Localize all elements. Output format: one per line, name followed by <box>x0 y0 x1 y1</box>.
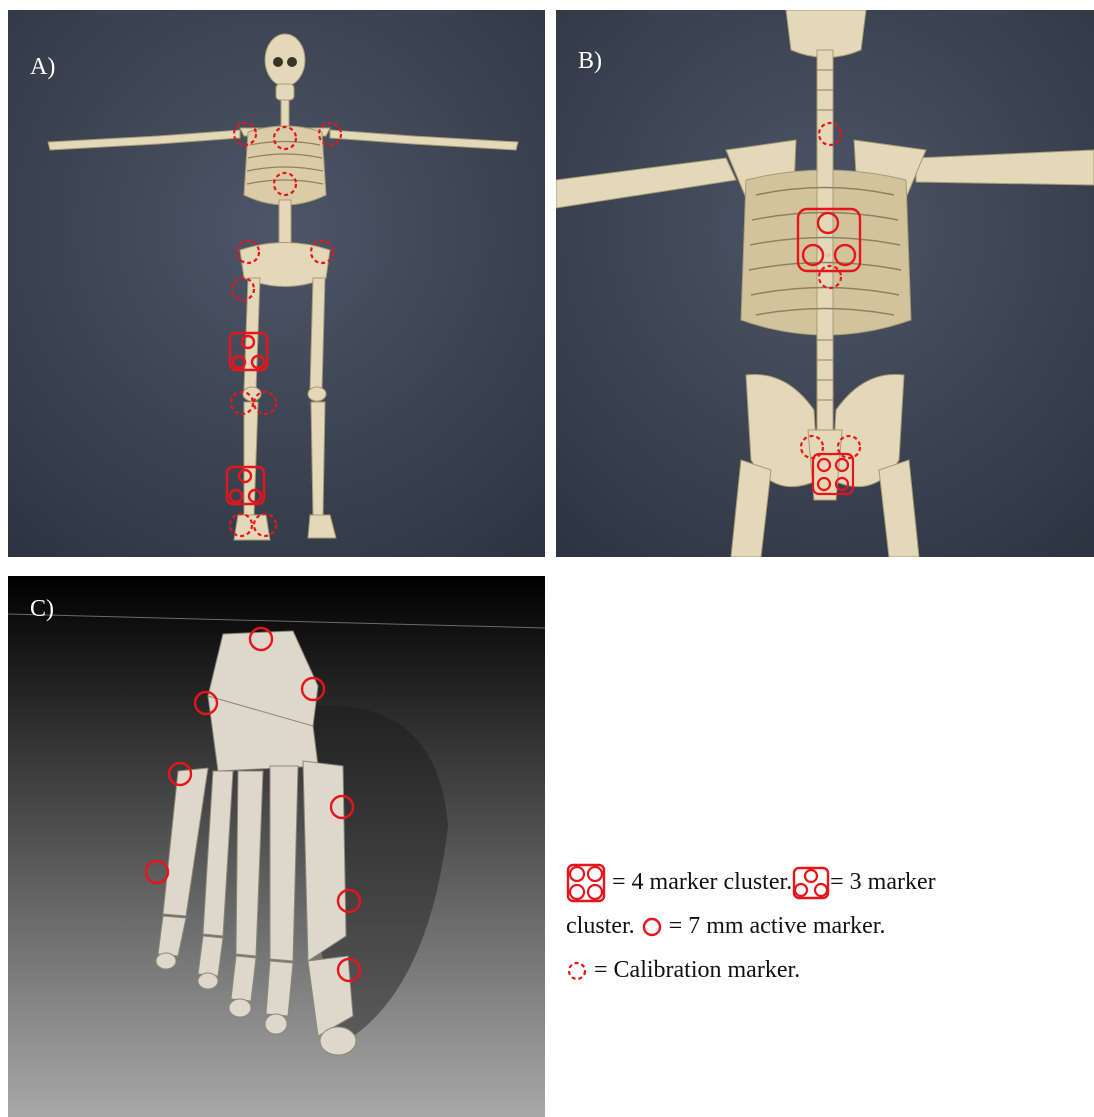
legend-three-cluster-text-2: cluster. <box>566 913 635 939</box>
legend-three-cluster-text-1: = 3 marker <box>830 869 936 895</box>
panel-a-full-skeleton: A) <box>8 10 545 557</box>
active-marker-icon <box>641 916 663 938</box>
legend-calibration-text: = Calibration marker. <box>594 957 800 983</box>
legend-line-1: = 4 marker cluster. = 3 marker <box>566 860 1091 904</box>
three-marker-cluster-icon <box>792 866 830 900</box>
legend-active-text: = 7 mm active marker. <box>669 913 886 939</box>
legend-line-2: cluster. = 7 mm active marker. <box>566 904 1091 948</box>
legend-four-cluster-text: = 4 marker cluster. <box>612 869 792 895</box>
skeleton-front-illustration <box>8 10 545 557</box>
four-marker-cluster-icon <box>566 863 606 903</box>
panel-c-foot: C) <box>8 576 545 1117</box>
foot-bones-illustration <box>8 576 545 1117</box>
panel-b-label: B) <box>578 48 602 75</box>
panel-a-label: A) <box>30 54 55 81</box>
calibration-marker-icon <box>566 960 588 982</box>
marker-legend: = 4 marker cluster. = 3 marker cluster. … <box>566 860 1091 992</box>
legend-line-3: = Calibration marker. <box>566 948 1091 992</box>
skeleton-back-illustration <box>556 10 1094 557</box>
panel-c-label: C) <box>30 596 54 623</box>
panel-b-back-view: B) <box>556 10 1094 557</box>
